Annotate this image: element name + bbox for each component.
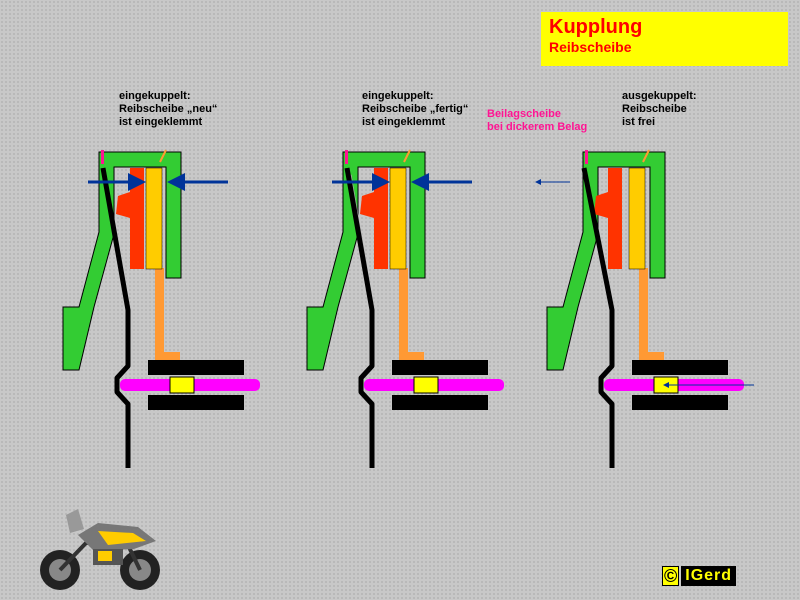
panel-2-plate-pointer (403, 149, 411, 163)
panel-1-bearing-top (148, 360, 244, 375)
panel-3-bearing-top (632, 360, 728, 375)
panel-1-shim (101, 150, 104, 164)
panel-3-bearing-bottom (632, 395, 728, 410)
panel-2-shim (345, 150, 348, 164)
panel-3-diaphragm-spring (581, 167, 615, 468)
panel-1-spline (169, 376, 195, 394)
panel-2-bearing-top (392, 360, 488, 375)
panel-1-label: eingekuppelt: Reibscheibe „neu“ ist eing… (119, 90, 218, 128)
panel-2-disc-lug (360, 192, 374, 218)
panel-3-friction-disc (608, 168, 622, 269)
panel-1-friction-disc (130, 168, 144, 269)
panel-3-pressure-plate (628, 167, 646, 270)
copyright-icon: © (662, 566, 680, 586)
page-subtitle: Reibscheibe (549, 39, 632, 55)
panel-2-bearing-bottom (392, 395, 488, 410)
panel-1-disc-lug (116, 192, 130, 218)
panel-3-disc-lug (594, 192, 608, 218)
panel-3-housing (546, 151, 666, 371)
panel-1-bearing-bottom (148, 395, 244, 410)
shim-note-label: Beilagscheibe bei dickerem Belag (487, 108, 588, 133)
panel-2-diaphragm-spring (344, 167, 375, 468)
author-name: IGerd (681, 566, 737, 586)
panel-2-pressure-plate (389, 167, 407, 270)
panel-2-label: eingekuppelt: Reibscheibe „fertig“ ist e… (362, 90, 469, 128)
page-title: Kupplung (549, 16, 643, 38)
panel-1-plate-pointer (159, 149, 167, 163)
copyright-badge: © IGerd (662, 565, 737, 587)
title-box: Kupplung Reibscheibe (541, 12, 788, 66)
panel-2-friction-disc (374, 168, 388, 269)
panel-3-shim (585, 150, 588, 164)
motorcycle-icon (40, 509, 160, 590)
panel-3-label: ausgekuppelt: Reibscheibe ist frei (622, 90, 697, 128)
panel-1-pressure-plate (145, 167, 163, 270)
panel-1-hub (155, 268, 180, 361)
panel-3-hub (639, 268, 664, 361)
panel-2-spline (413, 376, 439, 394)
panel-1-diaphragm-spring (100, 167, 131, 468)
panel-3-plate-pointer (642, 149, 650, 163)
panel-2-hub (399, 268, 424, 361)
